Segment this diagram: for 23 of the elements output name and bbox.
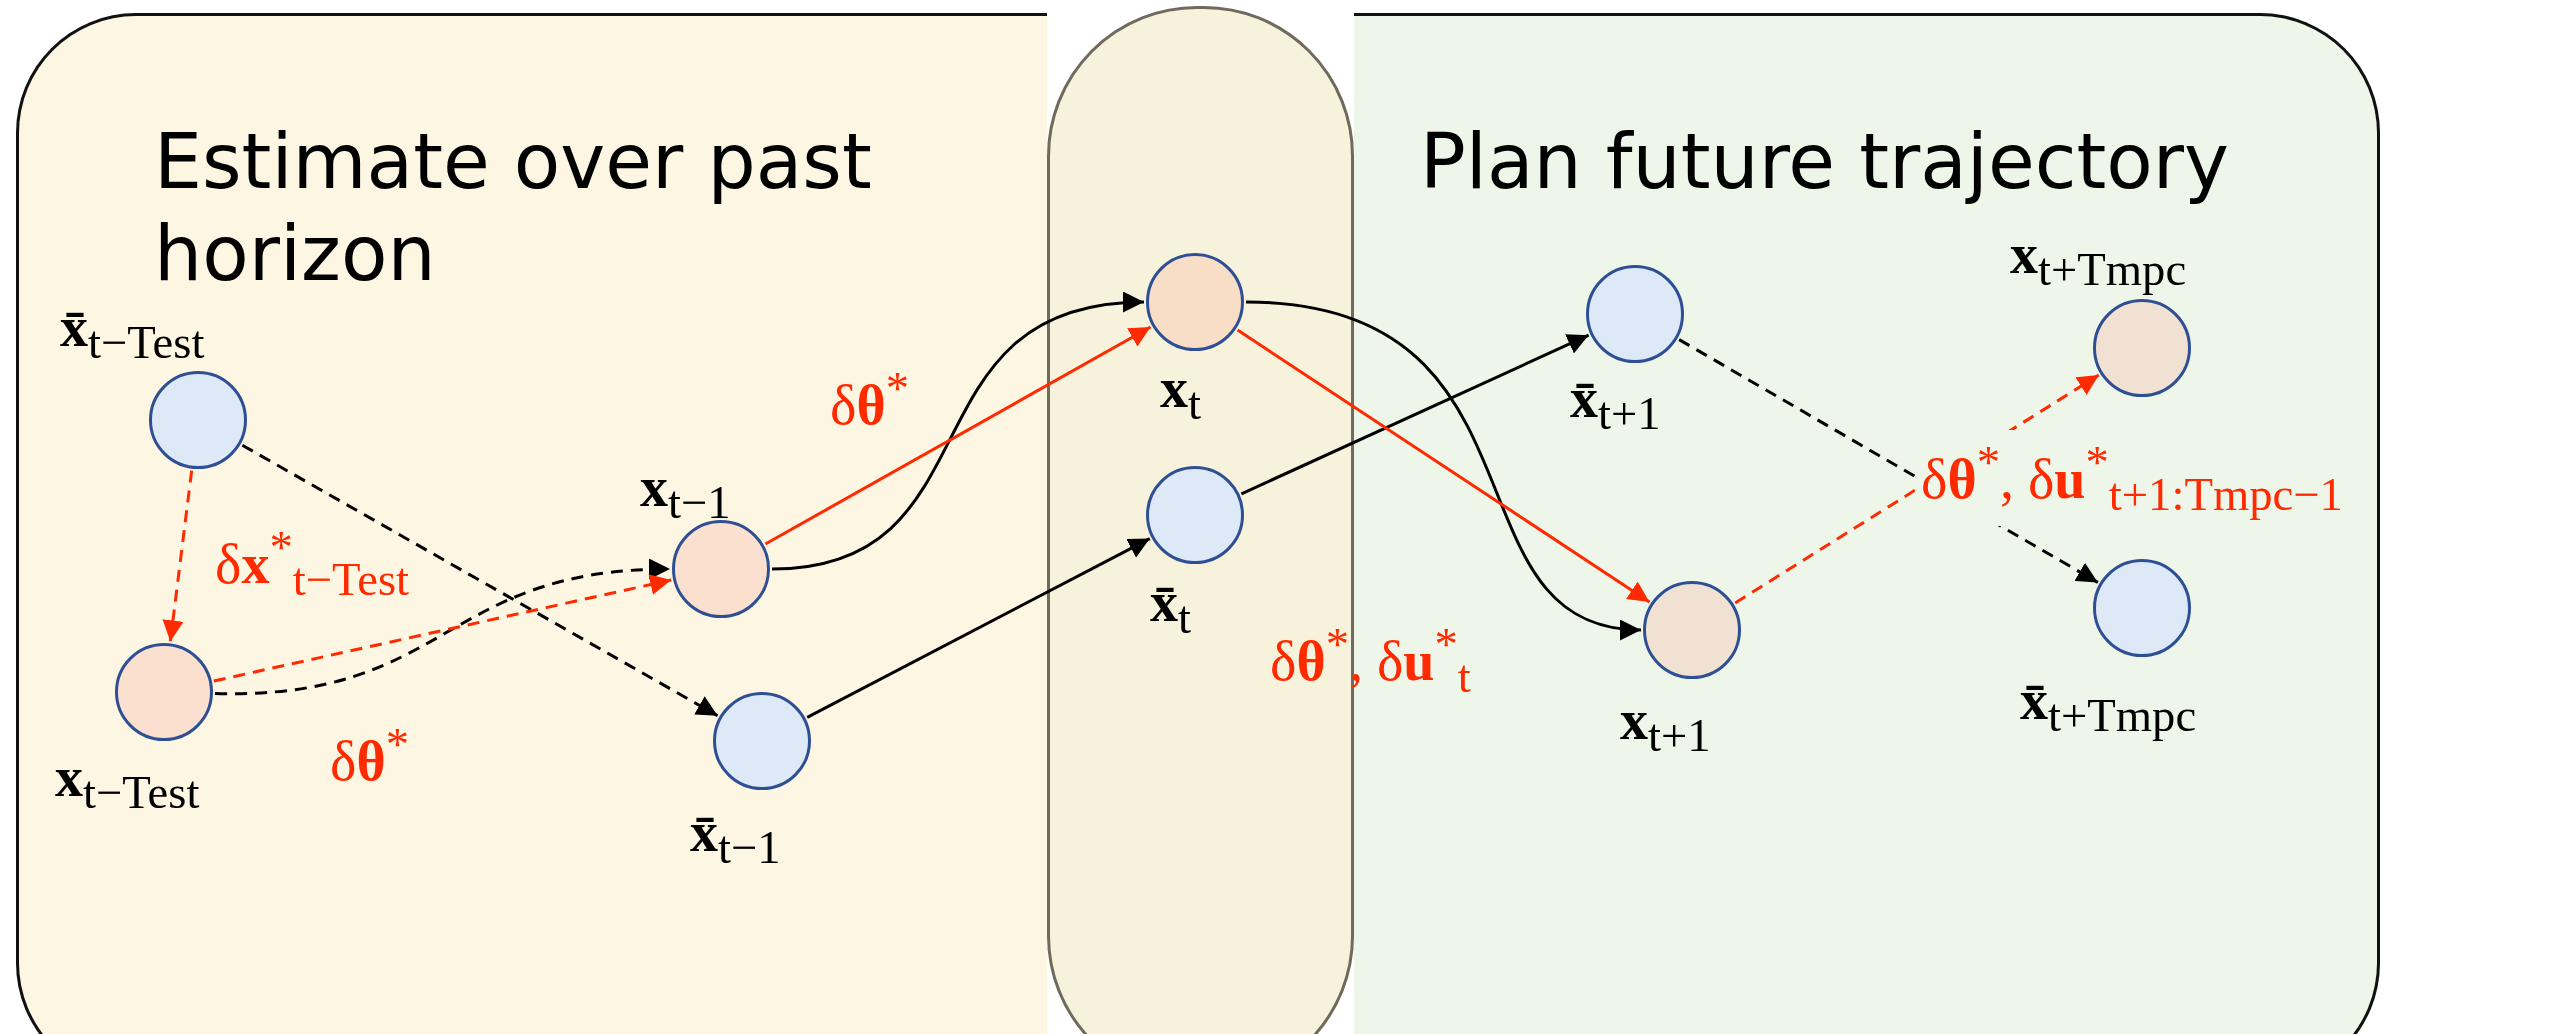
state-label: x$_{t−1}$ (640, 455, 731, 531)
state-label: x$_{t+1}$ (1620, 688, 1711, 764)
state-label: x̄$_{t}$ (1150, 570, 1191, 646)
arrow (1245, 300, 1642, 638)
region-title: Plan future trajectory (1420, 116, 2231, 208)
state-label: x̄$_{t+Tmpc}$ (2020, 668, 2197, 744)
state-label: x̄$_{t+1}$ (1570, 366, 1661, 442)
state-label: x$_{t−Test}$ (55, 745, 200, 821)
edge-label: δθ$^{*}$ (830, 361, 909, 437)
dashed-arrow (162, 470, 194, 642)
state-label: x̄$_{t−1}$ (690, 800, 781, 876)
dashed-arrow (214, 559, 671, 695)
state-label: x$_{t+Tmpc}$ (2010, 222, 2187, 298)
region-panel (16, 13, 1047, 1034)
dashed-arrow (241, 443, 719, 718)
arrow (1240, 333, 1590, 496)
dashed-arrow (213, 574, 672, 683)
arrow (764, 325, 1152, 546)
arrow (806, 537, 1151, 719)
edge-label: δθ$^{*}$ (330, 717, 409, 793)
arrow (771, 293, 1145, 571)
arrow (1236, 328, 1651, 604)
state-label: x$_{t}$ (1160, 356, 1201, 432)
